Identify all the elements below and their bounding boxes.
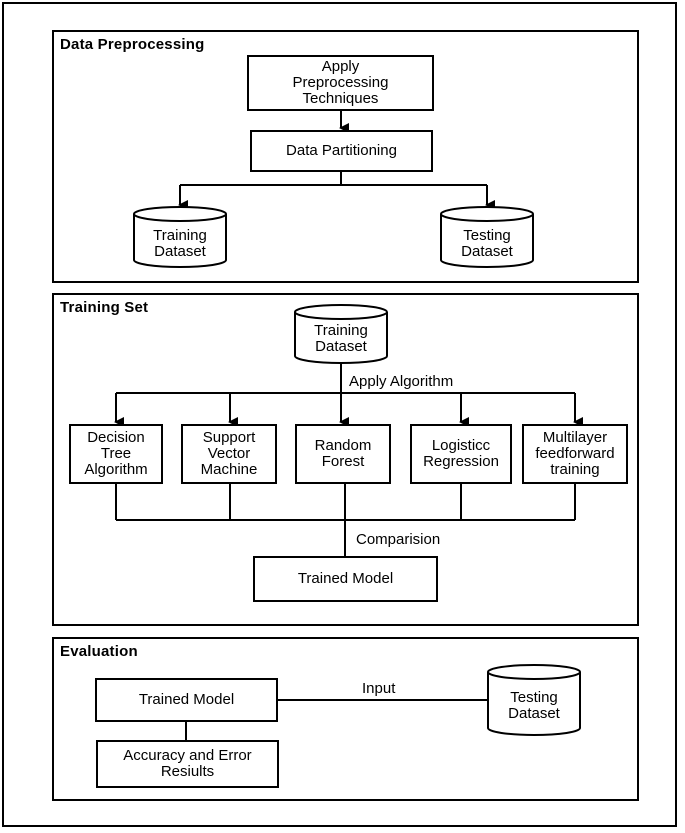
testing-dataset-label: Testing Dataset: [461, 227, 513, 260]
random-forest-box: Random Forest: [295, 424, 391, 484]
testing-dataset-label: Testing Dataset: [508, 689, 560, 722]
section-title: Training Set: [60, 299, 149, 316]
decision-tree-box: Decision Tree Algorithm: [69, 424, 163, 484]
logistic-regression-box: Logisticc Regression: [410, 424, 512, 484]
svm-box: Support Vector Machine: [181, 424, 277, 484]
apply-algorithm-label: Apply Algorithm: [349, 373, 454, 390]
input-label: Input: [362, 680, 396, 697]
testing-dataset-cylinder: [487, 672, 581, 736]
trained-model-box: Trained Model: [95, 678, 278, 722]
accuracy-results-box: Accuracy and Error Resiults: [96, 740, 279, 788]
training-dataset-label: Training Dataset: [153, 227, 207, 260]
multilayer-box: Multilayer feedforward training: [522, 424, 628, 484]
training-dataset-cylinder: [133, 214, 227, 268]
apply-preprocessing-box: Apply Preprocessing Techniques: [247, 55, 434, 111]
section-title: Data Preprocessing: [60, 36, 205, 53]
trained-model-box: Trained Model: [253, 556, 438, 602]
comparison-label: Comparision: [356, 531, 441, 548]
section-title: Evaluation: [60, 643, 138, 660]
training-dataset-cylinder: [294, 312, 388, 364]
outer-frame: [2, 2, 677, 827]
training-dataset-label: Training Dataset: [314, 322, 368, 355]
testing-dataset-cylinder: [440, 214, 534, 268]
data-partitioning-box: Data Partitioning: [250, 130, 433, 172]
